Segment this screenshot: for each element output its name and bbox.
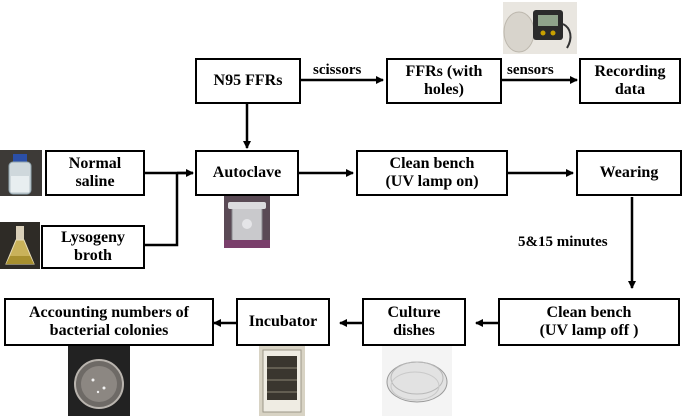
node-clean-bench-uv-on: Clean bench (UV lamp on) — [356, 150, 508, 196]
node-normal-saline: Normal saline — [45, 150, 145, 196]
sensor-device-photo — [503, 2, 577, 54]
label-scissors: scissors — [313, 62, 362, 78]
node-incubator: Incubator — [236, 298, 330, 346]
node-n95-ffrs: N95 FFRs — [195, 58, 301, 104]
node-culture-dishes: Culture dishes — [362, 298, 466, 346]
node-clean-bench-uv-off: Clean bench (UV lamp off ) — [498, 298, 680, 346]
broth-flask-photo — [0, 222, 40, 269]
autoclave-pot-photo — [224, 196, 270, 248]
node-autoclave: Autoclave — [195, 150, 299, 196]
saline-bottle-photo — [0, 150, 42, 196]
label-sensors: sensors — [507, 62, 554, 78]
node-recording-data: Recording data — [579, 58, 681, 104]
node-accounting-colonies: Accounting numbers of bacterial colonies — [4, 298, 214, 346]
line-broth-to-autoclave — [145, 173, 179, 247]
node-lysogeny-broth: Lysogeny broth — [41, 225, 145, 269]
colony-dish-photo — [68, 346, 130, 416]
node-ffrs-with-holes: FFRs (with holes) — [386, 58, 502, 104]
incubator-cabinet-photo — [259, 346, 305, 416]
label-duration: 5&15 minutes — [518, 234, 608, 250]
node-wearing: Wearing — [576, 150, 682, 196]
petri-dish-photo — [382, 346, 452, 416]
